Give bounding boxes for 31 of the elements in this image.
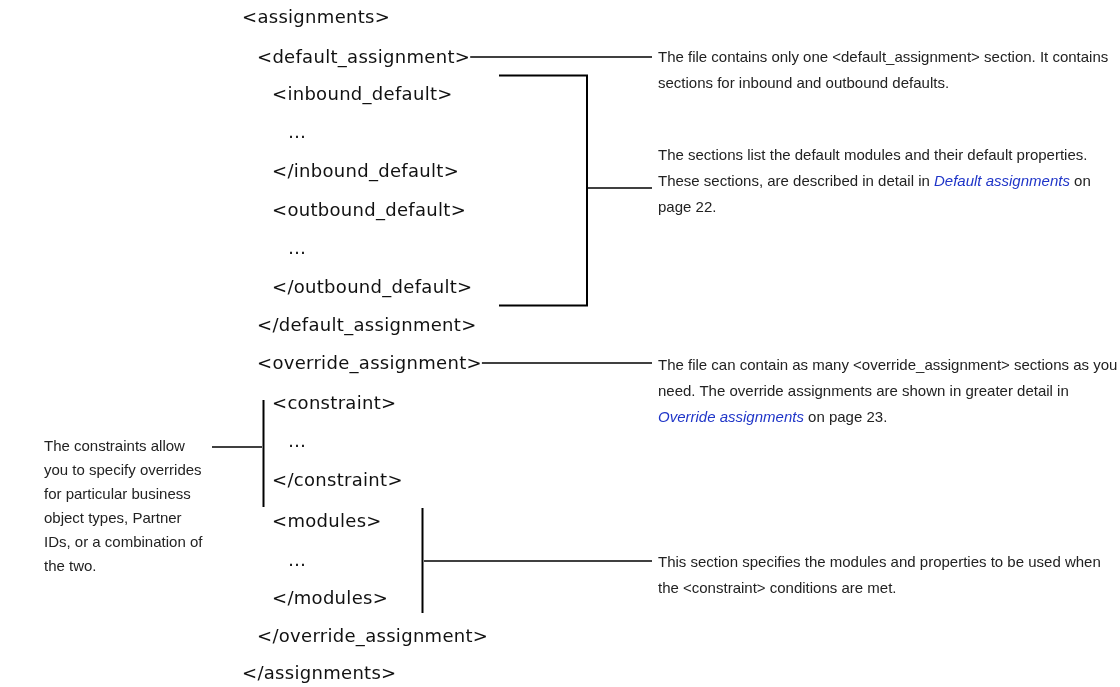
code-line: <modules> — [272, 509, 382, 533]
annotation-text: The file contains only one <default_assignment> section. It contains sections for inbound and outbound defaults. — [652, 44, 1120, 96]
bracket — [499, 75, 588, 306]
code-line: … — [288, 236, 307, 260]
annotation-text: The file can contain as many <override_assignment> sections as you need. The override assignments are shown in greater detail in Override assignments on page 23. — [652, 352, 1120, 430]
code-line: <default_assignment> — [257, 45, 471, 69]
code-line: </assignments> — [242, 661, 397, 685]
leader-line — [469, 56, 653, 58]
annotation-text: This section specifies the modules and properties to be used when the <constraint> conditions are met. — [652, 549, 1120, 601]
code-line: </default_assignment> — [257, 313, 477, 337]
leader-line — [481, 362, 653, 364]
leader-line — [211, 446, 263, 448]
bracket — [262, 400, 265, 507]
leader-line — [423, 560, 653, 562]
annotation-text: The sections list the default modules and their default properties. These sections, are described in detail in Default assignments on page 22. — [652, 142, 1120, 220]
code-line: </inbound_default> — [272, 159, 460, 183]
bracket — [421, 508, 424, 613]
code-line: <inbound_default> — [272, 82, 453, 106]
code-line: … — [288, 120, 307, 144]
leader-line — [587, 187, 653, 189]
code-line: </modules> — [272, 586, 389, 610]
code-line: <assignments> — [242, 5, 391, 29]
code-line: <outbound_default> — [272, 198, 467, 222]
code-line: </override_assignment> — [257, 624, 489, 648]
code-line: </outbound_default> — [272, 275, 473, 299]
code-line: <override_assignment> — [257, 351, 482, 375]
annotation-text: The constraints allow you to specify overrides for particular business object types, Partner IDs, or a combination of the two. — [44, 434, 212, 578]
code-line: </constraint> — [272, 468, 403, 492]
code-line: … — [288, 548, 307, 572]
code-line: <constraint> — [272, 391, 397, 415]
code-line: … — [288, 429, 307, 453]
